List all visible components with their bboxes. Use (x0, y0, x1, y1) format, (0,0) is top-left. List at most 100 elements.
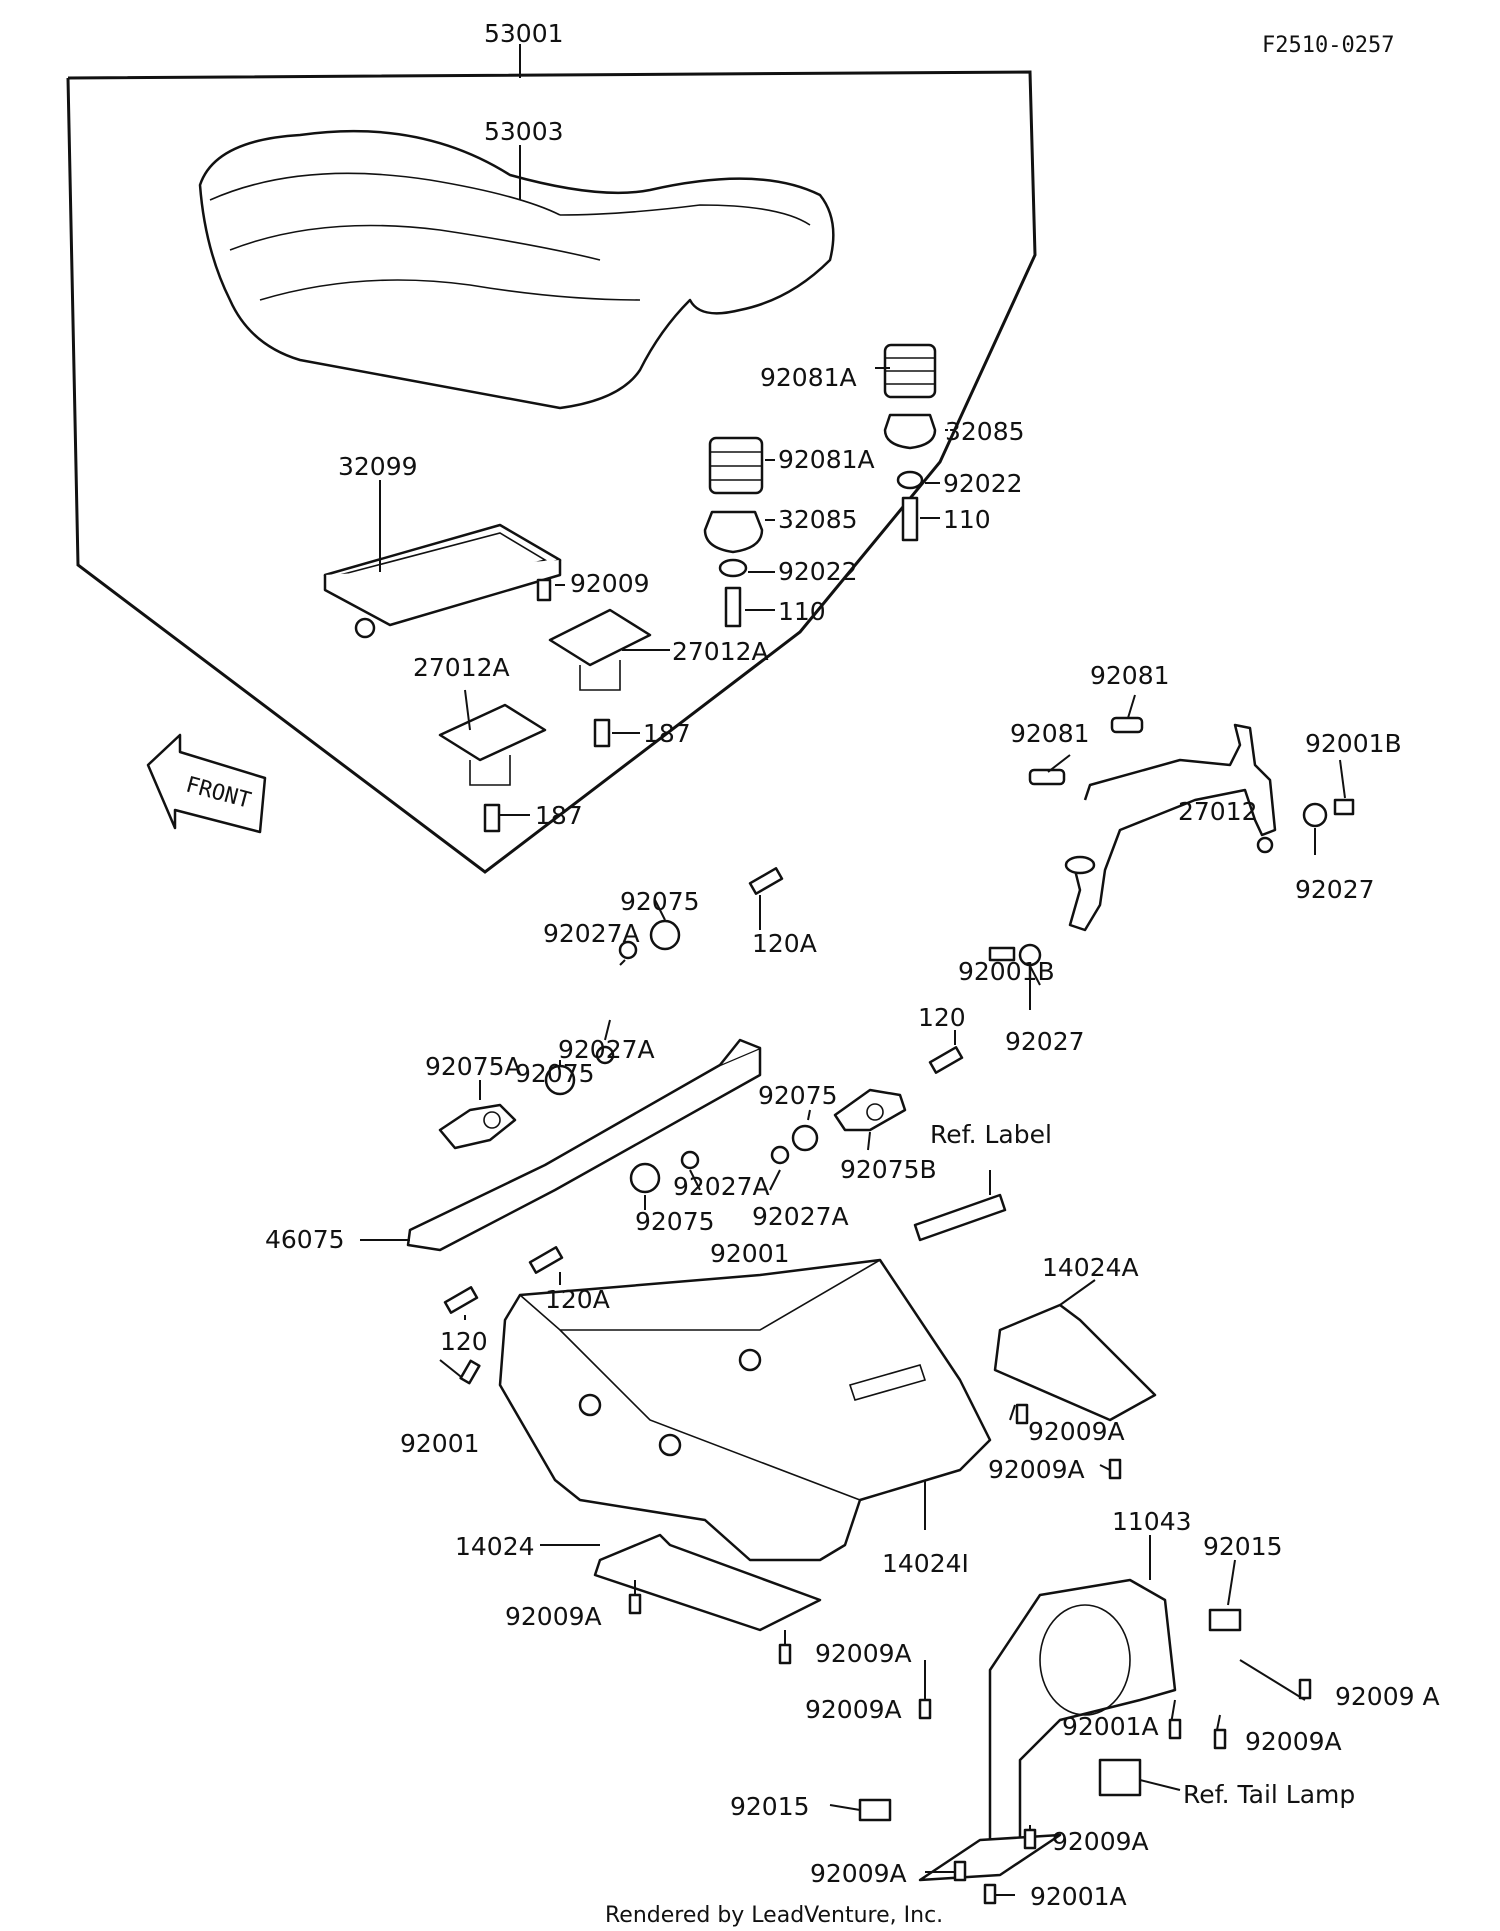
nut-92027A-2[interactable] (595, 1045, 615, 1065)
callout-92009A-3: 92009A (505, 1602, 602, 1631)
callout-92001B-1: 92001B (1305, 729, 1402, 758)
callout-92027A-3: 92027A (673, 1172, 770, 1201)
callout-92009A-7: 92009A (1245, 1727, 1342, 1756)
damper-92075-3[interactable] (791, 1124, 819, 1152)
damper-92075-1[interactable] (649, 919, 681, 951)
fasteners (459, 1359, 1312, 1905)
grab-rail-46075[interactable] (406, 1038, 762, 1252)
callout-120-1: 120 (918, 1003, 966, 1032)
callout-92075-1: 92075 (620, 887, 700, 916)
callout-92009A-2: 92009A (988, 1455, 1085, 1484)
callout-92027-2: 92027 (1005, 1027, 1085, 1056)
callout-187-1: 187 (643, 719, 691, 748)
callout-27012A-1: 27012A (413, 653, 510, 682)
bolt-120-lower[interactable] (443, 1286, 479, 1314)
callout-110-1: 110 (943, 505, 991, 534)
spring-92081-upper[interactable] (1110, 716, 1144, 734)
callout-92009: 92009 (570, 569, 650, 598)
callout-32085-1: 32085 (945, 417, 1025, 446)
callout-92075-2: 92075 (515, 1059, 595, 1088)
callout-14024A: 14024A (1042, 1253, 1139, 1282)
diagram-code: F2510-0257 (1262, 33, 1394, 58)
rubber-92075B[interactable] (833, 1088, 907, 1132)
callout-labels: 53001 53003 92081A 32085 92022 110 92081… (265, 19, 1440, 1911)
callout-11043: 11043 (1112, 1507, 1192, 1536)
callout-14024I: 14024I (882, 1549, 969, 1578)
callout-92015-1: 92015 (1203, 1532, 1283, 1561)
tail-cover[interactable] (498, 1258, 992, 1562)
callout-92009A-1: 92009A (1028, 1417, 1125, 1446)
callout-92081A-2: 92081A (778, 445, 875, 474)
callout-92081A-1: 92081A (760, 363, 857, 392)
callout-92075-3: 92075 (758, 1081, 838, 1110)
damper-right[interactable] (883, 413, 937, 542)
spring-92081-lower[interactable] (1028, 768, 1066, 786)
nut-92027A-3[interactable] (770, 1145, 790, 1165)
callout-14024: 14024 (455, 1532, 535, 1561)
callout-120A-1: 120A (752, 929, 817, 958)
cover-14024[interactable] (593, 1533, 822, 1632)
callout-92009A-4: 92009A (815, 1639, 912, 1668)
seat-cushion[interactable] (198, 129, 835, 410)
nut-92027A-4[interactable] (680, 1150, 700, 1170)
callout-120-2: 120 (440, 1327, 488, 1356)
damper-92075-2[interactable] (544, 1064, 576, 1096)
nut-92027A-1[interactable] (618, 940, 638, 960)
callout-92027-1: 92027 (1295, 875, 1375, 904)
callout-92009A-6: 92009 A (1335, 1682, 1440, 1711)
callout-27012A-2: 27012A (672, 637, 769, 666)
callout-46075: 46075 (265, 1225, 345, 1254)
callout-92075A: 92075A (425, 1052, 522, 1081)
callout-92009A-5: 92009A (805, 1695, 902, 1724)
callout-92009A-9: 92009A (810, 1859, 907, 1888)
bolt-120A-upper[interactable] (748, 867, 784, 895)
callout-92022-1: 92022 (943, 469, 1023, 498)
front-direction-badge: FRONT (146, 733, 267, 834)
seat-assembly-frame (66, 44, 1037, 874)
callout-ref-tail-lamp: Ref. Tail Lamp (1183, 1780, 1355, 1809)
callout-92001A-2: 92001A (1030, 1882, 1127, 1911)
washer-92027-right[interactable] (1302, 802, 1328, 828)
clip-92015-left[interactable] (858, 1798, 892, 1822)
ref-label-plate (913, 1193, 1007, 1242)
bolt-120A-lower[interactable] (528, 1246, 564, 1274)
callout-92001A-1: 92001A (1062, 1712, 1159, 1741)
callout-120A-2: 120A (545, 1285, 610, 1314)
bolt-187-right[interactable] (593, 718, 611, 748)
callout-ref-label: Ref. Label (930, 1120, 1052, 1149)
ref-tail-lamp (1098, 1758, 1142, 1797)
callout-92001-2: 92001 (400, 1429, 480, 1458)
callout-92009A-8: 92009A (1052, 1827, 1149, 1856)
callout-92027A-1: 92027A (543, 919, 640, 948)
bolt-120-upper[interactable] (928, 1046, 964, 1074)
callout-92022-2: 92022 (778, 557, 858, 586)
spring-right[interactable] (883, 343, 937, 399)
clip-92015-right[interactable] (1208, 1608, 1242, 1632)
spring-left[interactable] (708, 436, 764, 495)
callout-92075-4: 92075 (635, 1207, 715, 1236)
callout-32085-2: 32085 (778, 505, 858, 534)
rubber-92075A[interactable] (438, 1103, 517, 1150)
callout-92075B: 92075B (840, 1155, 937, 1184)
bracket-27012A-left[interactable] (438, 703, 547, 786)
cover-14024A[interactable] (993, 1303, 1157, 1422)
bracket-27012A-right[interactable] (548, 608, 652, 691)
callout-92027A-2: 92027A (558, 1035, 655, 1064)
bracket-27012[interactable] (1064, 723, 1277, 932)
callout-53003: 53003 (484, 117, 564, 146)
footer-credit: Rendered by LeadVenture, Inc. (605, 1903, 943, 1928)
bolt-187-left[interactable] (483, 803, 501, 833)
callout-27012: 27012 (1178, 797, 1258, 826)
damper-92075-4[interactable] (629, 1162, 661, 1194)
callout-92001B-2: 92001B (958, 957, 1055, 986)
callout-92015-2: 92015 (730, 1792, 810, 1821)
bolt-92001B-right[interactable] (1333, 798, 1355, 816)
storage-tray[interactable] (323, 523, 562, 639)
damper-left[interactable] (703, 510, 764, 628)
callout-32099: 32099 (338, 452, 418, 481)
bolt-92009[interactable] (536, 578, 552, 602)
callout-92081-1: 92081 (1090, 661, 1170, 690)
callout-92081-2: 92081 (1010, 719, 1090, 748)
bolt-92001B-left[interactable] (988, 946, 1016, 962)
